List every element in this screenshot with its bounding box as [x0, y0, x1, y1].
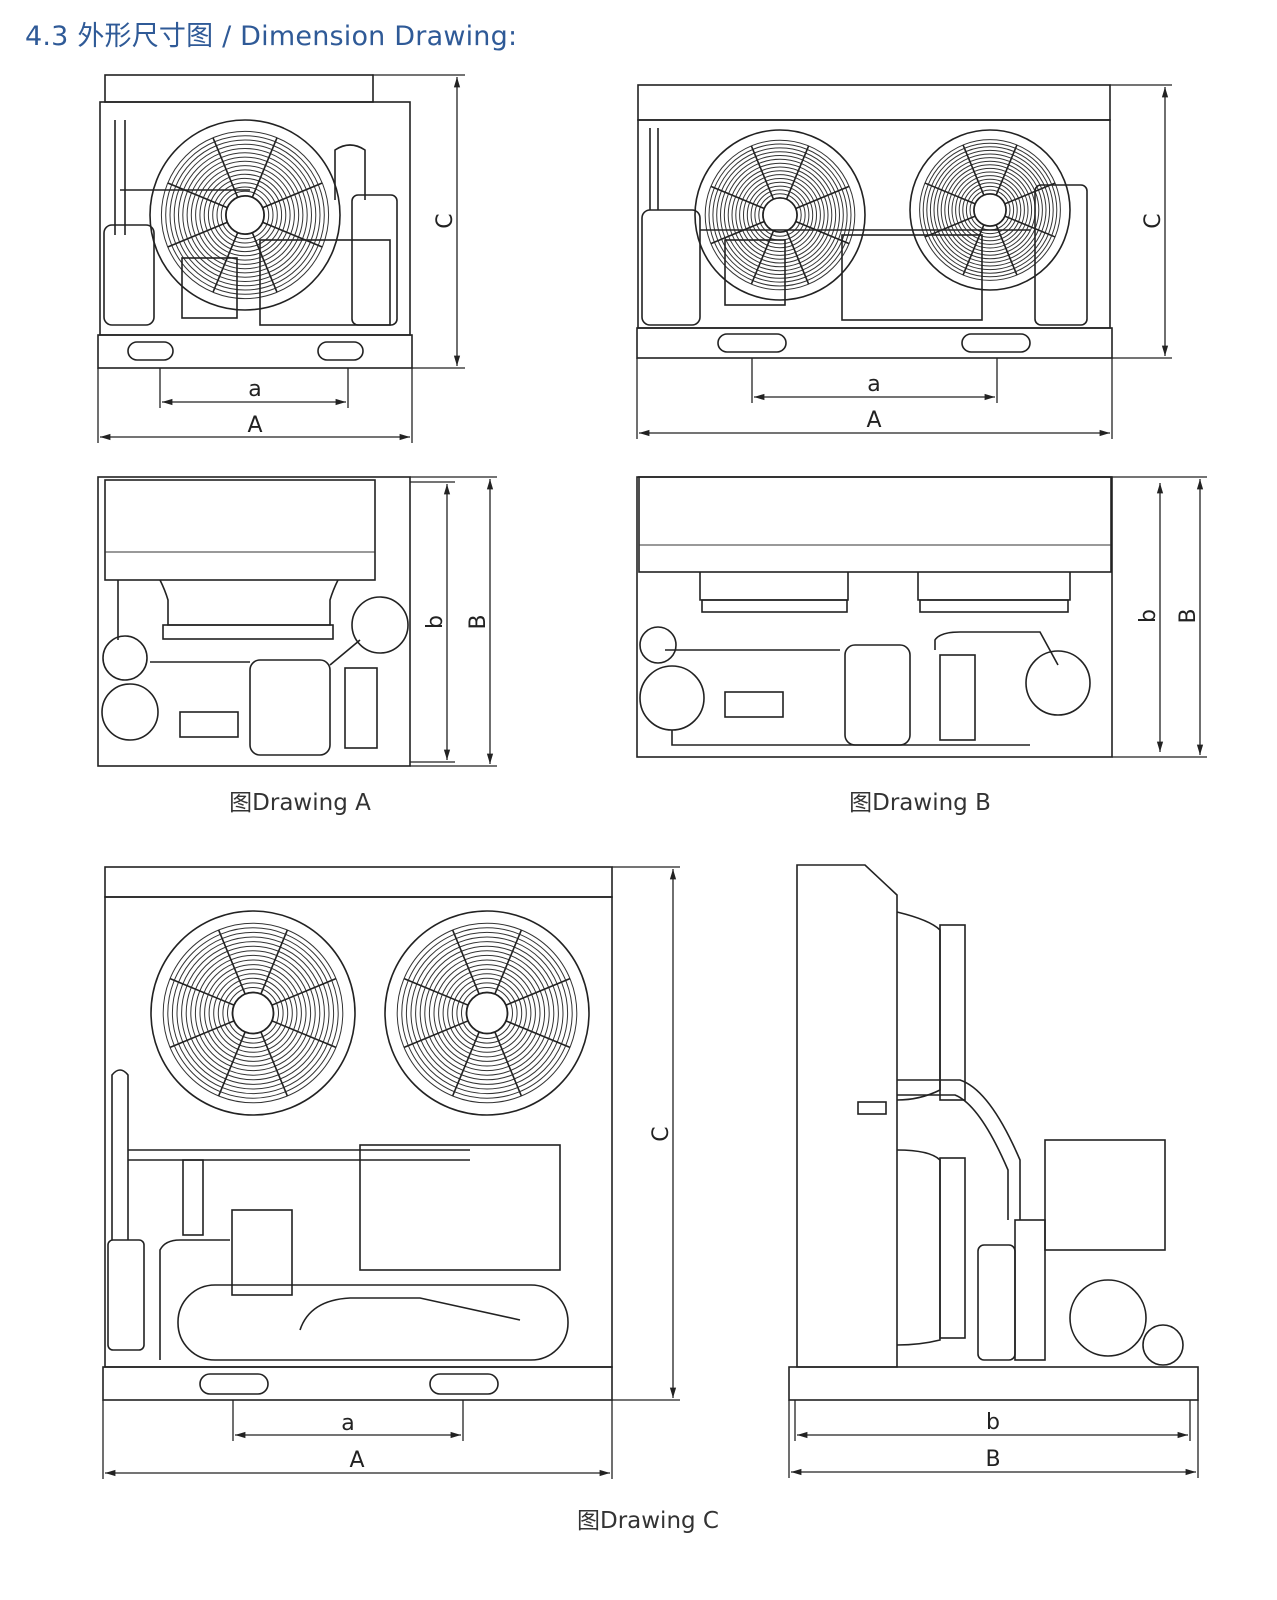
drawing-a-front-view: C a A	[97, 74, 465, 443]
drawing-b-top-view: b B	[636, 476, 1207, 758]
dim-label-A: A	[349, 1448, 364, 1473]
dim-label-A: A	[866, 408, 881, 433]
dim-label-b: b	[1136, 609, 1161, 623]
dim-label-C: C	[649, 1126, 674, 1141]
dim-label-C: C	[1141, 213, 1166, 228]
fan-icon	[149, 119, 341, 311]
dim-label-C: C	[433, 213, 458, 228]
drawing-c-front-view: C a A	[102, 866, 680, 1479]
drawing-b-front-view: C a A	[636, 84, 1172, 439]
caption-drawing-b: 图Drawing B	[849, 790, 991, 816]
drawing-c-side-view: b B	[788, 864, 1199, 1478]
dim-label-a: a	[248, 377, 261, 402]
dim-label-a: a	[341, 1411, 354, 1436]
fan-icon	[150, 910, 356, 1116]
dim-label-b: b	[423, 615, 448, 629]
fan-icon	[694, 129, 866, 301]
fan-icon	[384, 910, 590, 1116]
drawing-a-top-view: b B	[97, 476, 497, 767]
dim-label-a: a	[867, 372, 880, 397]
fan-icon	[909, 129, 1071, 291]
caption-drawing-a: 图Drawing A	[229, 790, 371, 816]
caption-drawing-c: 图Drawing C	[577, 1508, 719, 1534]
dim-label-B: B	[466, 614, 491, 629]
dim-label-A: A	[247, 413, 262, 438]
dim-label-B: B	[985, 1447, 1000, 1472]
dim-label-b: b	[986, 1410, 1000, 1435]
section-title: 4.3 外形尺寸图 / Dimension Drawing:	[25, 21, 518, 52]
dim-label-B: B	[1176, 608, 1201, 623]
